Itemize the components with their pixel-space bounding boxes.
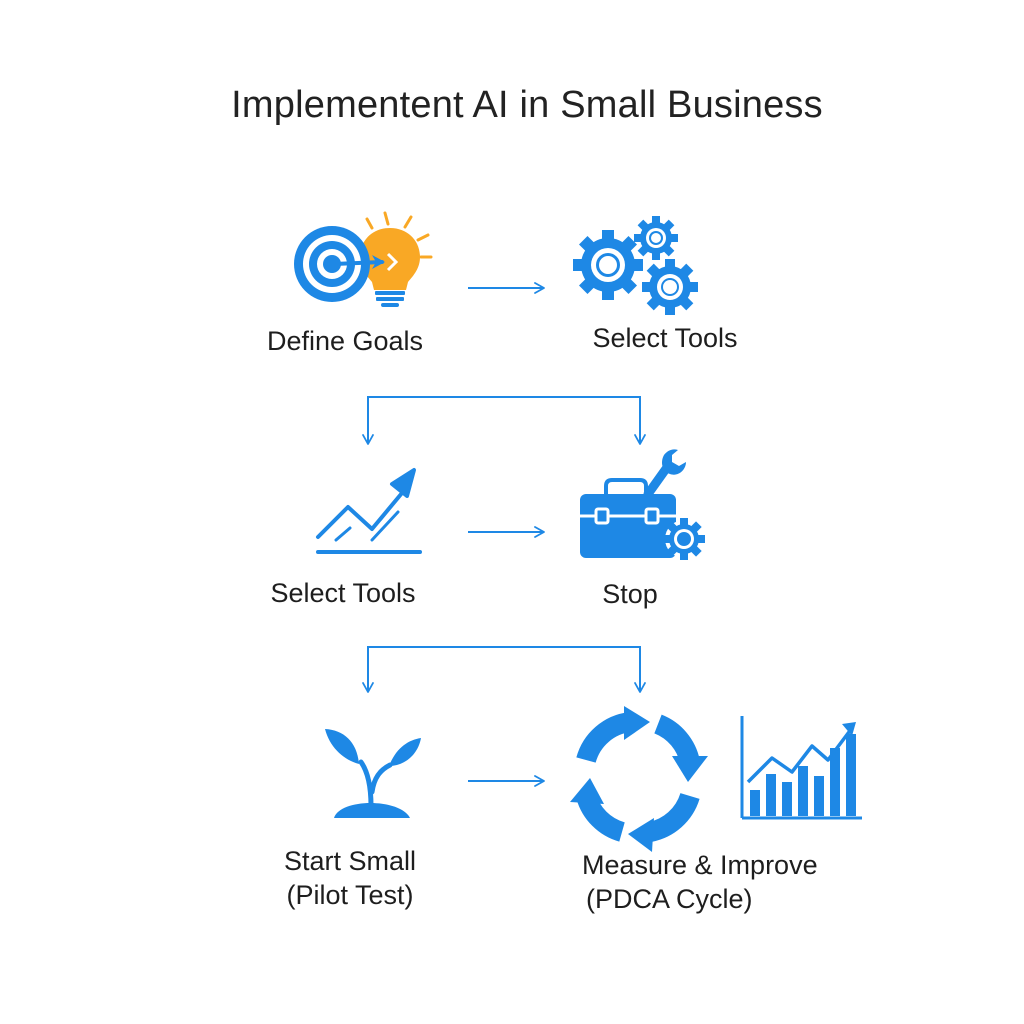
step-label-define-goals: Define Goals bbox=[266, 326, 424, 356]
growth-chart-icon bbox=[316, 468, 422, 554]
step-label-stop: Stop bbox=[602, 579, 658, 609]
sprout-icon bbox=[325, 729, 421, 818]
step-label-measure-improve: Measure & Improve (PDCA Cycle) bbox=[582, 848, 882, 916]
step-label-start-small-line2: (Pilot Test) bbox=[286, 880, 414, 910]
gears-icon bbox=[573, 216, 698, 315]
step-label-select-tools-2: Select Tools bbox=[270, 578, 416, 608]
bracket-1 bbox=[367, 396, 646, 445]
page-title: Implementent AI in Small Business bbox=[231, 84, 823, 126]
bar-chart-icon bbox=[740, 716, 862, 820]
step-label-start-small-line1: Start Small bbox=[283, 846, 417, 876]
step-label-measure-improve-line1: Measure & Improve bbox=[582, 850, 818, 880]
target-lightbulb-icon bbox=[294, 211, 433, 307]
step-label-select-tools-1: Select Tools bbox=[592, 323, 738, 353]
step-label-measure-improve-line2: (PDCA Cycle) bbox=[586, 884, 753, 914]
connectors bbox=[362, 282, 646, 787]
step-label-start-small: Start Small (Pilot Test) bbox=[250, 844, 450, 912]
toolbox-icon bbox=[580, 449, 705, 560]
bracket-2 bbox=[367, 646, 646, 693]
cycle-arrows-icon bbox=[570, 706, 708, 852]
